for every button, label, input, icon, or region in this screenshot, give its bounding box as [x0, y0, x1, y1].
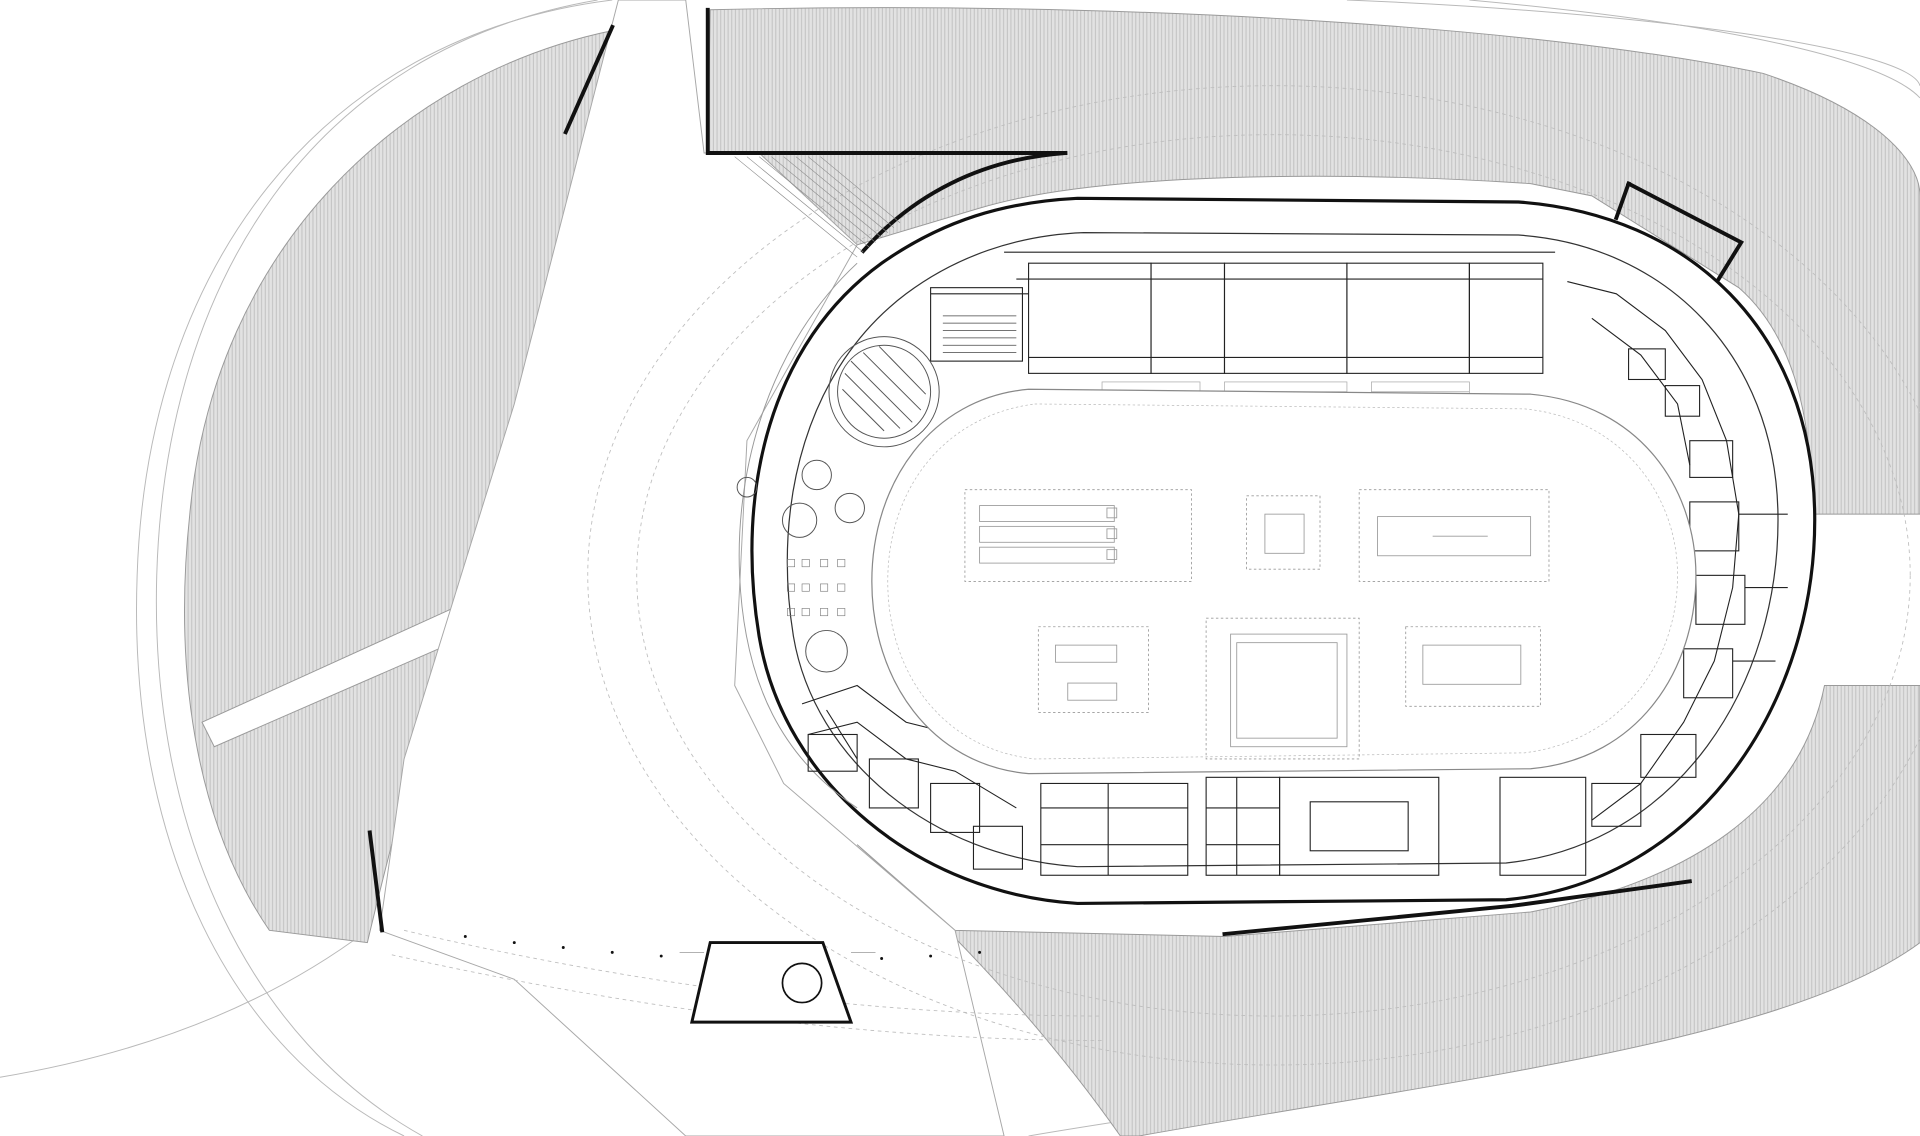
hatched-embankment-top — [707, 7, 1920, 515]
hatched-embankment-bottom — [856, 685, 1920, 1136]
boundary-walls — [367, 7, 1744, 937]
track-outer — [871, 388, 1697, 775]
track-inner — [887, 403, 1678, 760]
route-markers — [463, 934, 982, 960]
concourse-ring — [786, 231, 1779, 868]
rooms-south — [1040, 776, 1587, 876]
rooms-east — [1567, 281, 1788, 827]
entrance-stairs — [734, 156, 901, 258]
rooms-north — [930, 251, 1556, 374]
pavilion — [679, 941, 876, 1024]
cafe-seating — [787, 559, 846, 617]
plaza-features — [736, 336, 940, 673]
stairs-north-west — [942, 315, 1017, 353]
courts — [964, 489, 1550, 760]
plaza-band — [738, 262, 858, 809]
arena — [871, 388, 1697, 775]
